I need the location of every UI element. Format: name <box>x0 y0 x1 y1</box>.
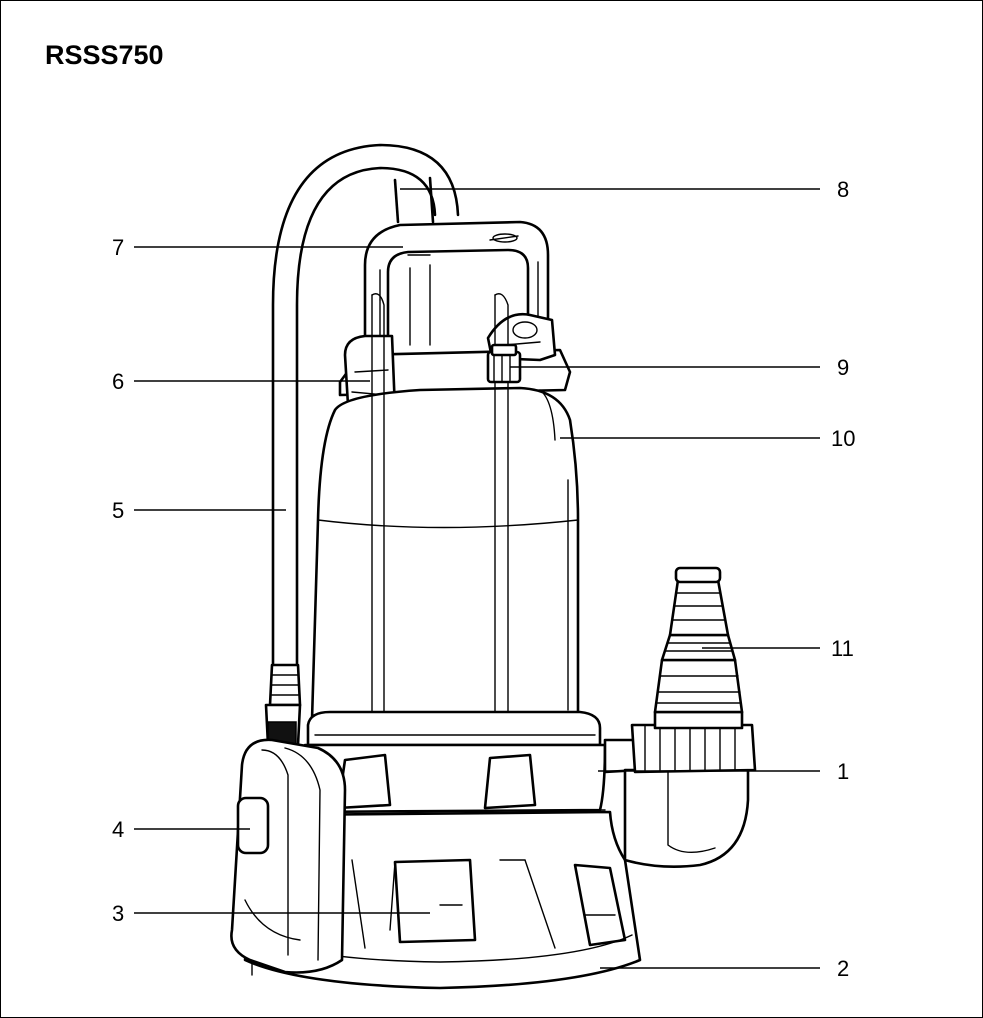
venting-valve <box>486 343 522 384</box>
callout-7: 7 <box>112 235 124 260</box>
callout-4: 4 <box>112 817 124 842</box>
motor-base-ring <box>306 710 602 747</box>
float-switch <box>230 663 347 974</box>
callout-leaders <box>134 188 820 969</box>
callout-5: 5 <box>112 498 124 523</box>
power-cable <box>271 143 460 702</box>
pump-housing <box>303 743 607 814</box>
callout-2: 2 <box>837 956 849 981</box>
callout-numbers: 1 2 3 4 5 6 7 8 9 10 11 <box>112 177 855 981</box>
callout-10: 10 <box>831 426 855 451</box>
callout-6: 6 <box>112 369 124 394</box>
callout-11: 11 <box>831 636 854 661</box>
callout-3: 3 <box>112 901 124 926</box>
callout-8: 8 <box>837 177 849 202</box>
motor-housing <box>310 293 580 741</box>
callout-1: 1 <box>837 759 849 784</box>
model-title: RSSS750 <box>45 40 164 70</box>
callout-9: 9 <box>837 355 849 380</box>
hose-connector <box>653 566 744 730</box>
pump-illustration <box>230 143 757 990</box>
outlet-elbow <box>603 723 757 868</box>
